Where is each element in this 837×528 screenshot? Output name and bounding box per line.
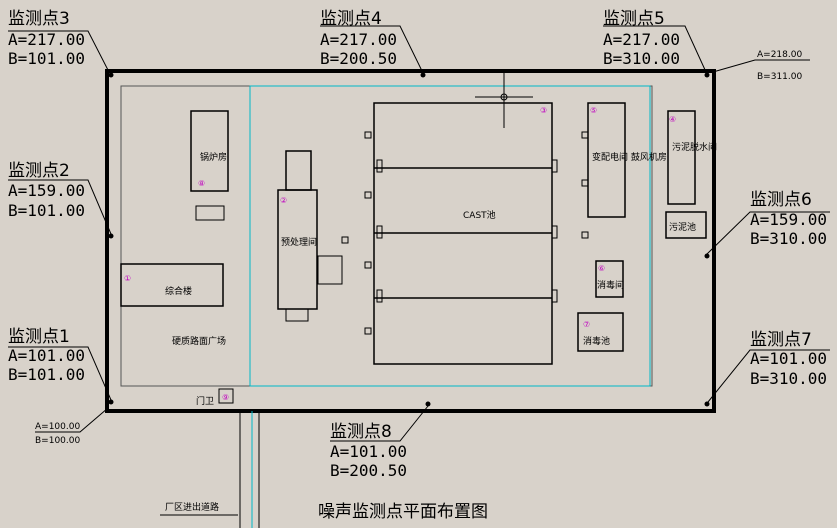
point8-name: 监测点8 xyxy=(330,422,392,442)
corner-bl-a: A=100.00 xyxy=(35,422,80,432)
sludge-dewatering-room xyxy=(667,110,696,205)
pretreatment-label: 预处理间 xyxy=(281,236,317,248)
square-label: 硬质路面广场 xyxy=(172,335,226,347)
figure-caption: 噪声监测点平面布置图 xyxy=(318,502,488,522)
office-label: 综合楼 xyxy=(165,285,192,297)
point3-a: A=217.00 xyxy=(8,30,85,49)
point2-name: 监测点2 xyxy=(8,161,70,181)
point2-a: A=159.00 xyxy=(8,181,85,200)
cyan-zone xyxy=(249,85,651,387)
boiler-room xyxy=(190,110,229,192)
point3-b: B=101.00 xyxy=(8,49,85,68)
marker-2: ② xyxy=(280,196,287,205)
marker-7: ⑦ xyxy=(583,320,590,329)
corner-bl-b: B=100.00 xyxy=(35,436,80,446)
point7-a: A=101.00 xyxy=(750,349,827,368)
point6-a: A=159.00 xyxy=(750,210,827,229)
sludge-pool-label: 污泥池 xyxy=(669,221,696,233)
gate-label: 门卫 xyxy=(196,395,214,407)
marker-5: ⑤ xyxy=(590,106,597,115)
point1-a: A=101.00 xyxy=(8,346,85,365)
gate-house xyxy=(218,388,234,404)
office-building xyxy=(120,263,224,307)
point5-b: B=310.00 xyxy=(603,49,680,68)
marker-9: ⑨ xyxy=(222,393,229,402)
marker-8: ⑧ xyxy=(198,179,205,188)
marker-1: ① xyxy=(124,274,131,283)
point1-b: B=101.00 xyxy=(8,365,85,384)
blower-label: 变配电间 鼓风机房 xyxy=(592,151,667,163)
point8-a: A=101.00 xyxy=(330,442,407,461)
point6-name: 监测点6 xyxy=(750,190,812,210)
site-boundary xyxy=(105,69,716,413)
point5-name: 监测点5 xyxy=(603,9,665,29)
point7-b: B=310.00 xyxy=(750,369,827,388)
point4-b: B=200.50 xyxy=(320,49,397,68)
corner-tr-b: B=311.00 xyxy=(757,72,802,82)
point3-name: 监测点3 xyxy=(8,9,70,29)
point2-b: B=101.00 xyxy=(8,201,85,220)
disinfection-pool xyxy=(577,312,624,352)
disinfect-pool-label: 消毒池 xyxy=(583,335,610,347)
blower-room xyxy=(587,102,626,218)
point6-b: B=310.00 xyxy=(750,229,827,248)
point8-b: B=200.50 xyxy=(330,461,407,480)
disinfect-room-label: 消毒间 xyxy=(597,279,624,291)
boiler-room-label: 锅炉房 xyxy=(200,151,227,163)
point4-name: 监测点4 xyxy=(320,9,382,29)
point7-name: 监测点7 xyxy=(750,330,812,350)
corner-tr-a: A=218.00 xyxy=(757,50,802,60)
point5-a: A=217.00 xyxy=(603,30,680,49)
road-label: 厂区进出道路 xyxy=(165,501,219,513)
marker-6: ⑥ xyxy=(598,264,605,273)
cast-label: CAST池 xyxy=(463,209,496,221)
marker-3: ③ xyxy=(540,106,547,115)
point1-name: 监测点1 xyxy=(8,327,70,347)
sludge-pool xyxy=(665,211,707,239)
disinfection-room xyxy=(595,260,624,298)
pretreatment-room xyxy=(277,189,318,310)
sludge-dewater-label: 污泥脱水间 xyxy=(672,141,717,153)
point4-a: A=217.00 xyxy=(320,30,397,49)
marker-4: ④ xyxy=(669,115,676,124)
